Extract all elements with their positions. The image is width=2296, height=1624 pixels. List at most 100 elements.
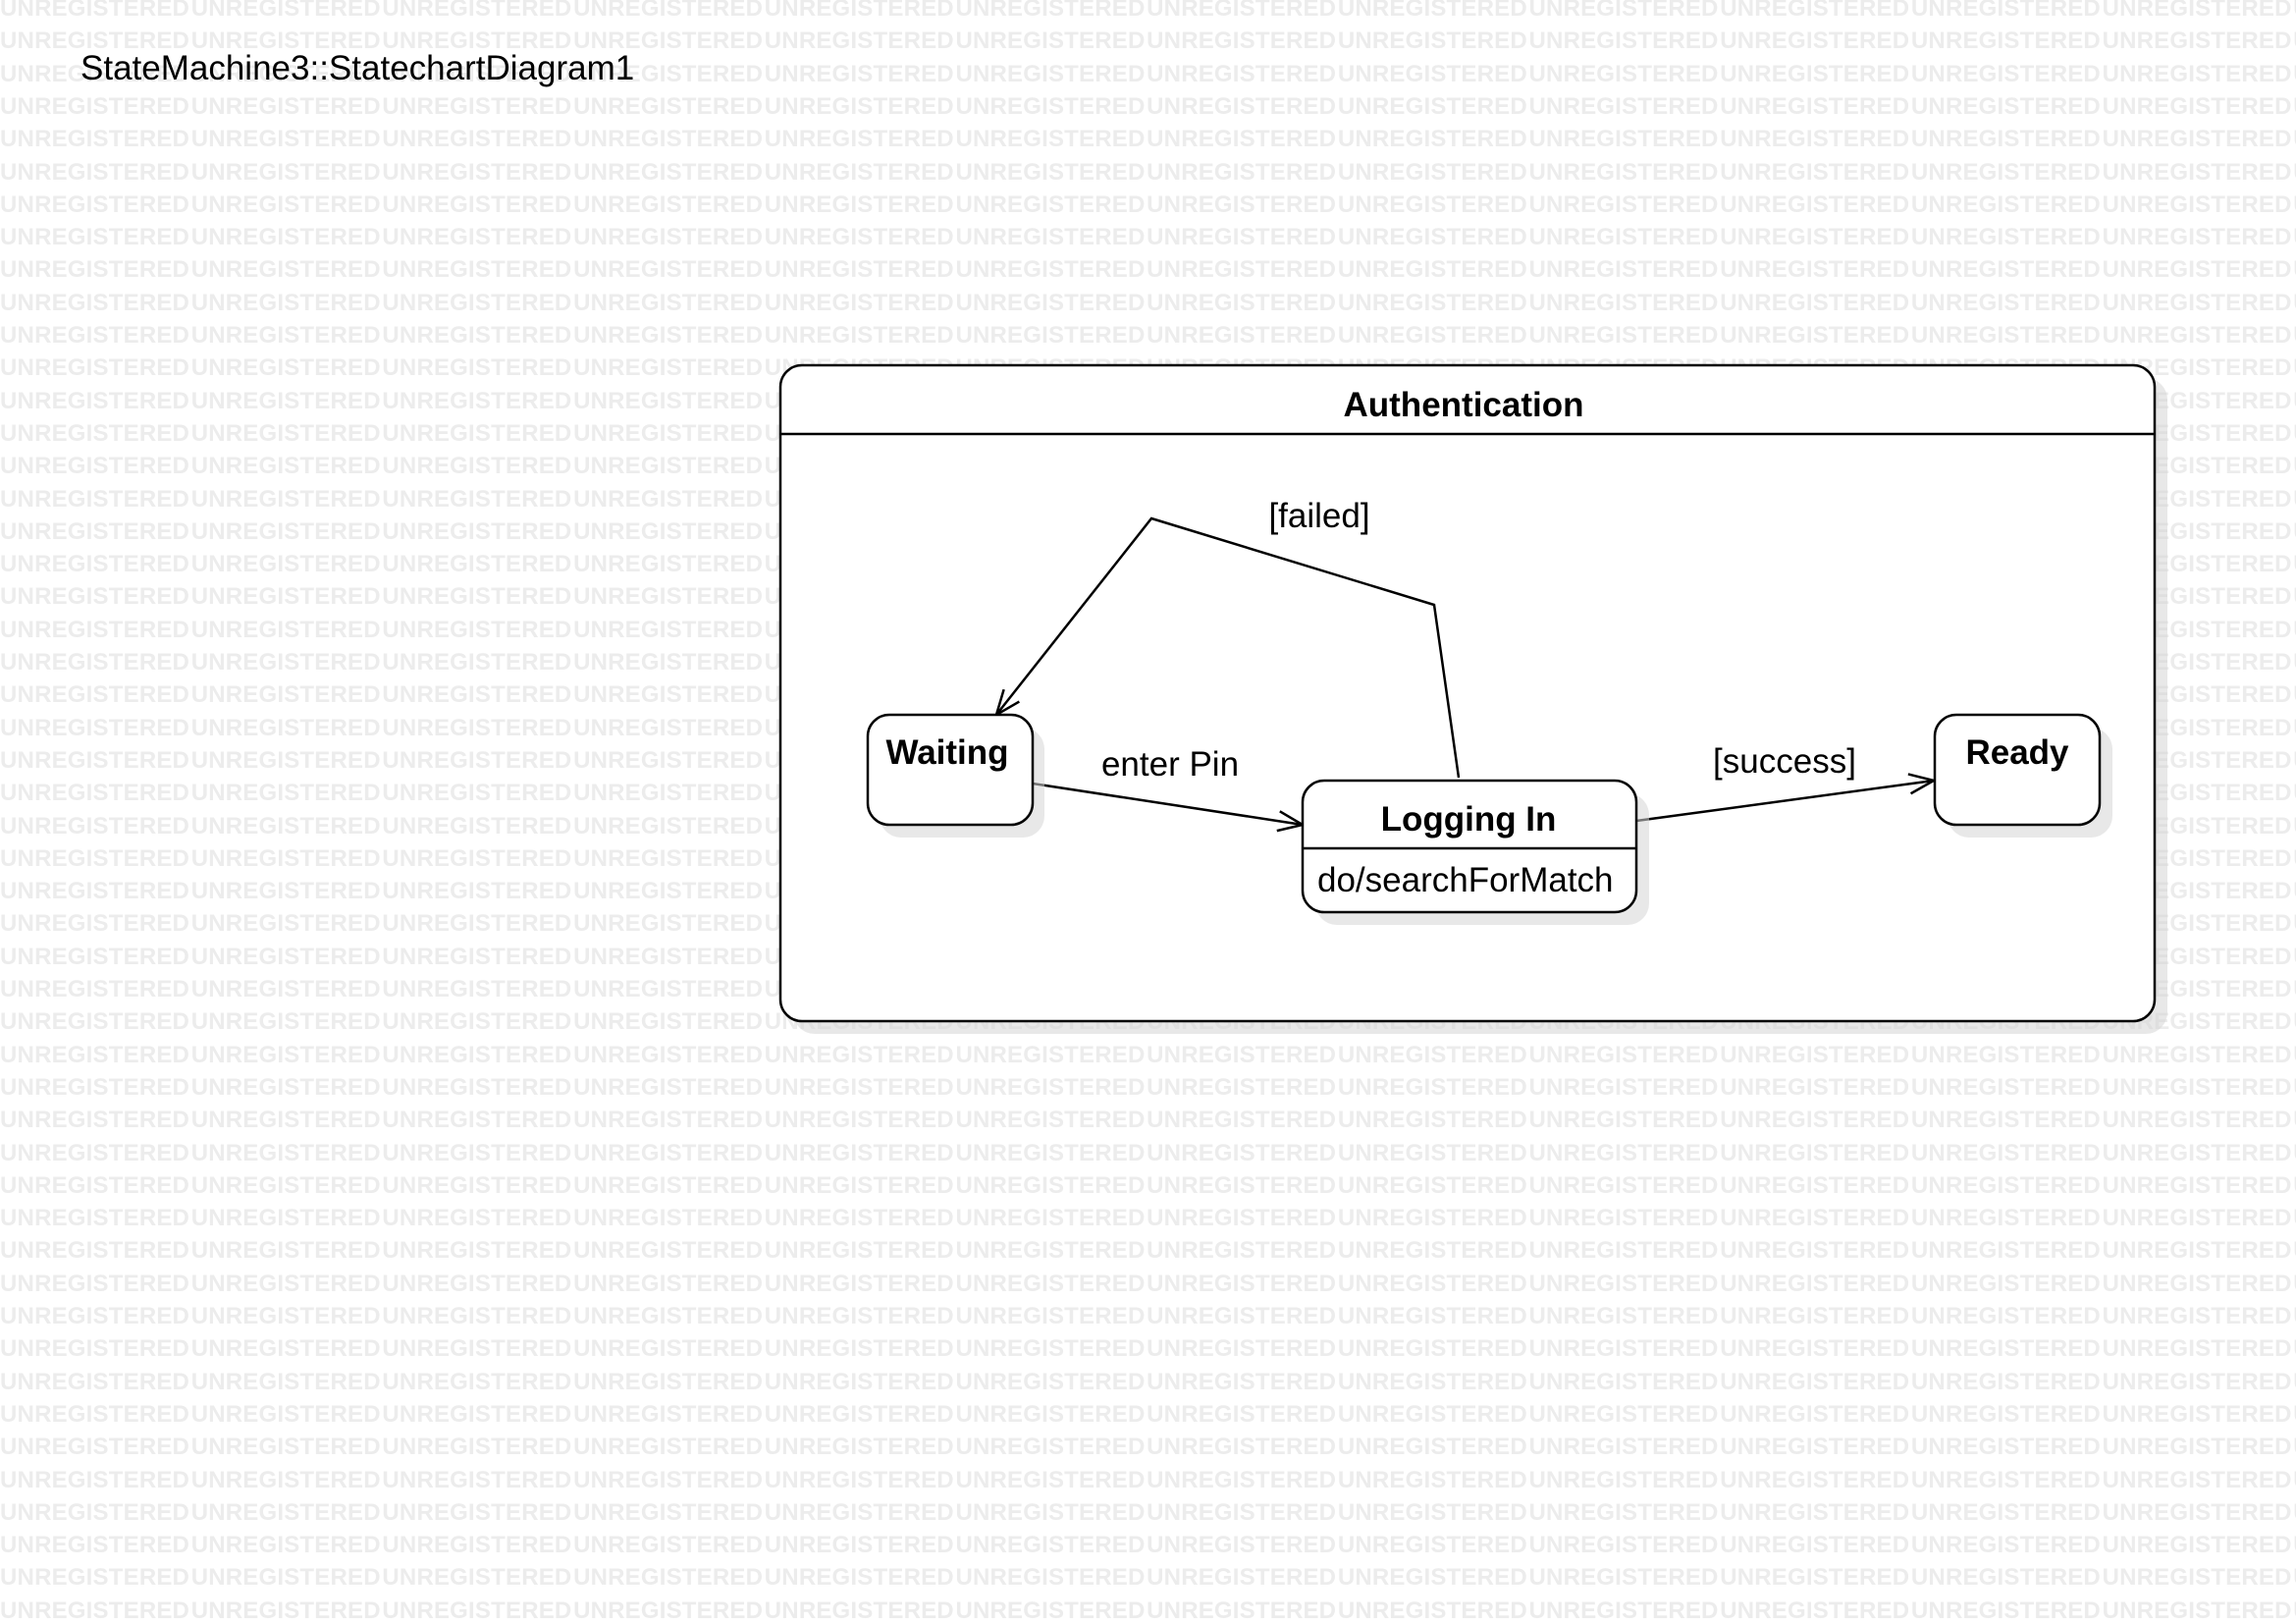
watermark-text: UNREGISTERED xyxy=(0,1466,190,1493)
watermark-text: UNREGISTERED xyxy=(382,878,572,905)
watermark-text: UNREGISTERED xyxy=(2293,1039,2296,1071)
watermark-text: UNREGISTERED xyxy=(0,1498,190,1526)
watermark-text: UNREGISTERED xyxy=(955,1564,1146,1592)
watermark-text: UNREGISTERED xyxy=(0,322,190,349)
watermark-text: UNREGISTERED xyxy=(190,976,381,1002)
watermark-text: UNREGISTERED xyxy=(1337,224,1527,251)
watermark-text: UNREGISTERED xyxy=(1910,1532,2101,1559)
watermark-text: UNREGISTERED xyxy=(573,1073,764,1101)
state-logging-in-activity: do/searchForMatch xyxy=(1317,861,1614,899)
watermark-text: UNREGISTERED xyxy=(0,0,190,22)
watermark-text: UNREGISTERED xyxy=(2293,58,2296,90)
transition-enter-pin[interactable]: enter Pin xyxy=(1032,745,1303,825)
watermark-text: UNREGISTERED xyxy=(190,1532,381,1559)
watermark-text: UNREGISTERED xyxy=(1528,1073,1719,1101)
watermark-text: UNREGISTERED xyxy=(2102,1400,2292,1428)
watermark-text: UNREGISTERED xyxy=(1528,1368,1719,1395)
watermark-text: UNREGISTERED xyxy=(764,322,954,349)
watermark-text: UNREGISTERED xyxy=(1147,1498,1337,1526)
watermark-text: UNREGISTERED xyxy=(2293,483,2296,515)
watermark-text: UNREGISTERED xyxy=(764,158,954,186)
watermark-text: UNREGISTERED xyxy=(1147,1335,1337,1363)
state-waiting[interactable]: Waiting xyxy=(866,713,1044,838)
watermark-text: UNREGISTERED xyxy=(573,517,764,545)
watermark-text: UNREGISTERED xyxy=(2293,744,2296,777)
watermark-text: UNREGISTERED xyxy=(573,1434,764,1461)
watermark-text: UNREGISTERED xyxy=(1720,1498,1910,1526)
state-logging-in-name: Logging In xyxy=(1381,800,1557,839)
watermark-text: UNREGISTERED xyxy=(0,1368,190,1395)
watermark-text: UNREGISTERED xyxy=(0,551,190,578)
watermark-text: UNREGISTERED xyxy=(573,1532,764,1559)
watermark-text: UNREGISTERED xyxy=(0,878,190,905)
watermark-text: UNREGISTERED xyxy=(190,1597,381,1624)
watermark-text: UNREGISTERED xyxy=(955,1400,1146,1428)
watermark-text: UNREGISTERED xyxy=(1147,126,1337,153)
watermark-text: UNREGISTERED xyxy=(955,0,1146,22)
watermark-text: UNREGISTERED xyxy=(764,0,954,22)
watermark-text: UNREGISTERED xyxy=(2293,1071,2296,1104)
composite-state-authentication[interactable]: Authentication xyxy=(778,363,2167,1034)
watermark-text: UNREGISTERED xyxy=(190,387,381,414)
watermark-text: UNREGISTERED xyxy=(955,1107,1146,1134)
watermark-text: UNREGISTERED xyxy=(955,256,1146,284)
watermark-text: UNREGISTERED xyxy=(1337,1237,1527,1265)
watermark-text: UNREGISTERED xyxy=(573,583,764,611)
watermark-text: UNREGISTERED xyxy=(1910,158,2101,186)
watermark-text: UNREGISTERED xyxy=(764,1270,954,1297)
watermark-row: UNREGISTEREDUNREGISTEREDUNREGISTEREDUNRE… xyxy=(0,1202,2296,1234)
watermark-text: UNREGISTERED xyxy=(0,616,190,643)
watermark-row: UNREGISTEREDUNREGISTEREDUNREGISTEREDUNRE… xyxy=(0,1464,2296,1496)
watermark-text: UNREGISTERED xyxy=(1910,1466,2101,1493)
watermark-text: UNREGISTERED xyxy=(382,27,572,55)
watermark-text: UNREGISTERED xyxy=(764,1205,954,1232)
transition-success[interactable]: [success] xyxy=(1635,742,1934,823)
watermark-text: UNREGISTERED xyxy=(190,1107,381,1134)
watermark-text: UNREGISTERED xyxy=(1147,1107,1337,1134)
watermark-text: UNREGISTERED xyxy=(2102,1335,2292,1363)
watermark-text: UNREGISTERED xyxy=(573,1107,764,1134)
watermark-row: UNREGISTEREDUNREGISTEREDUNREGISTEREDUNRE… xyxy=(0,1137,2296,1169)
watermark-text: UNREGISTERED xyxy=(2102,1564,2292,1592)
watermark-text: UNREGISTERED xyxy=(382,649,572,676)
watermark-text: UNREGISTERED xyxy=(1720,190,1910,218)
watermark-text: UNREGISTERED xyxy=(764,1139,954,1166)
watermark-text: UNREGISTERED xyxy=(573,910,764,938)
transition-failed[interactable]: [failed] xyxy=(996,497,1461,779)
watermark-text: UNREGISTERED xyxy=(190,1434,381,1461)
watermark-text: UNREGISTERED xyxy=(1147,60,1337,87)
watermark-text: UNREGISTERED xyxy=(0,1434,190,1461)
watermark-text: UNREGISTERED xyxy=(190,126,381,153)
watermark-text: UNREGISTERED xyxy=(190,649,381,676)
transition-failed-label: [failed] xyxy=(1268,497,1369,535)
watermark-text: UNREGISTERED xyxy=(2293,548,2296,580)
watermark-text: UNREGISTERED xyxy=(1147,0,1337,22)
watermark-text: UNREGISTERED xyxy=(1528,1171,1719,1199)
watermark-text: UNREGISTERED xyxy=(190,224,381,251)
watermark-text: UNREGISTERED xyxy=(955,92,1146,120)
watermark-text: UNREGISTERED xyxy=(573,1466,764,1493)
state-ready[interactable]: Ready xyxy=(1933,713,2112,838)
watermark-text: UNREGISTERED xyxy=(1720,1466,1910,1493)
watermark-text: UNREGISTERED xyxy=(1720,322,1910,349)
watermark-text: UNREGISTERED xyxy=(382,387,572,414)
watermark-text: UNREGISTERED xyxy=(1337,1400,1527,1428)
watermark-text: UNREGISTERED xyxy=(1720,1532,1910,1559)
watermark-text: UNREGISTERED xyxy=(573,126,764,153)
watermark-text: UNREGISTERED xyxy=(1720,256,1910,284)
watermark-text: UNREGISTERED xyxy=(190,878,381,905)
watermark-text: UNREGISTERED xyxy=(2293,842,2296,875)
watermark-text: UNREGISTERED xyxy=(190,289,381,316)
watermark-text: UNREGISTERED xyxy=(955,1205,1146,1232)
watermark-text: UNREGISTERED xyxy=(0,27,190,55)
watermark-row: UNREGISTEREDUNREGISTEREDUNREGISTEREDUNRE… xyxy=(0,156,2296,189)
watermark-text: UNREGISTERED xyxy=(190,681,381,709)
watermark-text: UNREGISTERED xyxy=(573,780,764,807)
composite-state-box xyxy=(778,363,2157,1023)
watermark-text: UNREGISTERED xyxy=(1337,1335,1527,1363)
watermark-text: UNREGISTERED xyxy=(1528,1564,1719,1592)
watermark-text: UNREGISTERED xyxy=(1528,1400,1719,1428)
state-logging-in[interactable]: Logging In do/searchForMatch xyxy=(1301,779,1649,925)
watermark-text: UNREGISTERED xyxy=(2293,941,2296,973)
watermark-text: UNREGISTERED xyxy=(1528,322,1719,349)
